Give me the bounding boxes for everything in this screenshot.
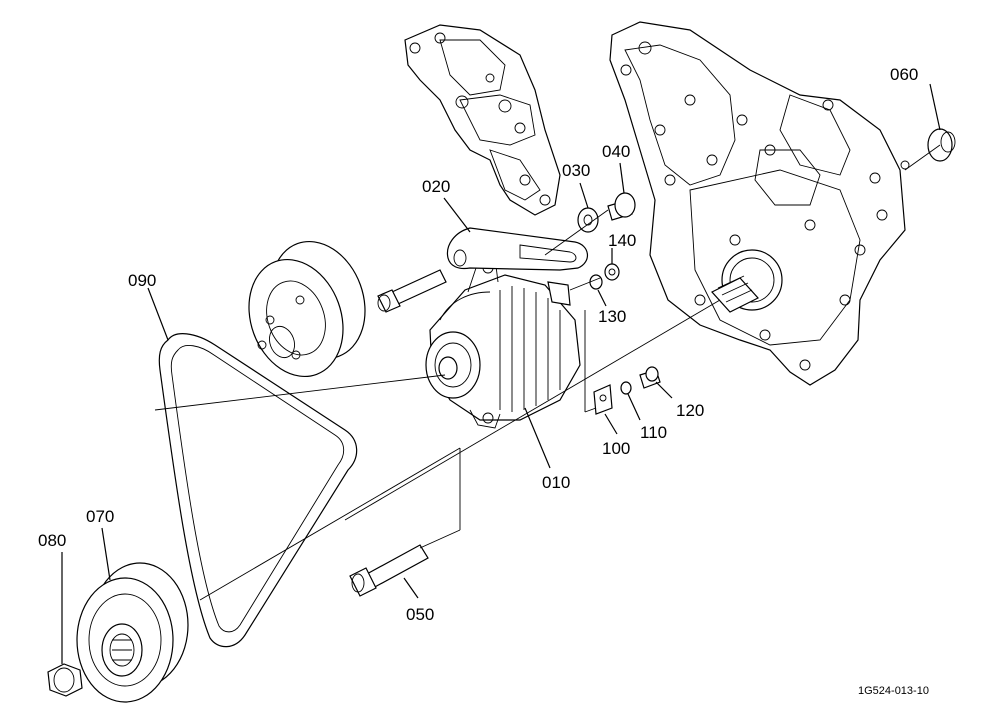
plug-060: [927, 128, 956, 162]
upper-bracket: [404, 24, 561, 216]
bolt-050: [349, 544, 429, 597]
reference-code: 1G524-013-10: [858, 685, 929, 697]
label-090: 090: [128, 271, 156, 290]
alternator: [425, 257, 581, 429]
label-040: 040: [602, 142, 630, 161]
washer-130: [589, 274, 603, 290]
label-110: 110: [640, 423, 667, 442]
assembly-lines: [154, 144, 941, 601]
label-080: 080: [38, 531, 66, 550]
label-010: 010: [542, 473, 570, 492]
upper-bolt: [377, 269, 447, 313]
fan-belt: [158, 333, 358, 648]
label-100: 100: [602, 439, 630, 458]
nut-140: [604, 263, 620, 281]
label-070: 070: [86, 507, 114, 526]
nut-080: [47, 663, 83, 697]
water-pump-pulley: [248, 240, 366, 378]
gear-case: [609, 21, 910, 386]
label-120: 120: [676, 401, 704, 420]
label-030: 030: [562, 161, 590, 180]
bracket-100: [593, 384, 613, 415]
leader-lines: [61, 83, 941, 664]
bolt-040: [607, 192, 636, 221]
label-140: 140: [608, 231, 636, 250]
alternator-stay: [446, 227, 588, 271]
washer-110: [620, 381, 632, 395]
label-020: 020: [422, 177, 450, 196]
label-060: 060: [890, 65, 918, 84]
label-050: 050: [406, 605, 434, 624]
washer-030: [577, 207, 599, 233]
bolt-120: [639, 366, 661, 389]
label-130: 130: [598, 307, 626, 326]
crank-pulley: [76, 562, 189, 703]
